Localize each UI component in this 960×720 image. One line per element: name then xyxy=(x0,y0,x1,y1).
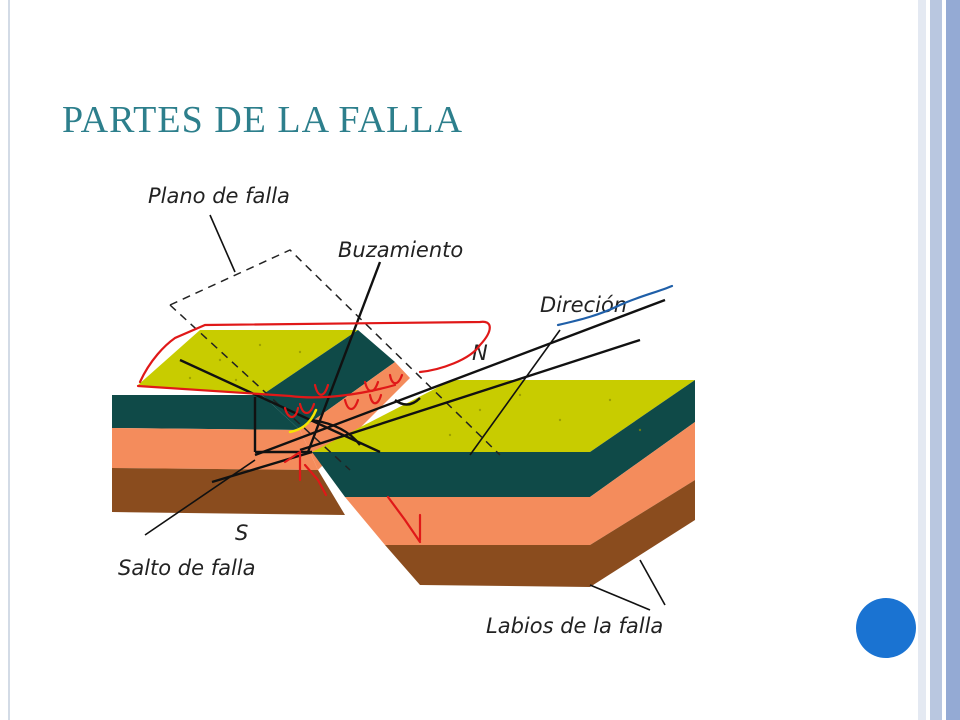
right-block-dark-side xyxy=(590,380,695,497)
construction-lines xyxy=(144,214,666,611)
right-block-brown-face xyxy=(385,545,590,587)
fault-walls-label: Labios de la falla xyxy=(486,614,663,638)
left-block-top-surface xyxy=(138,330,358,395)
nav-circle-button[interactable] xyxy=(856,598,916,658)
right-block-orange-face xyxy=(345,497,590,545)
right-block-brown-side xyxy=(590,480,695,587)
red-hand-annotations xyxy=(136,320,491,544)
slide-title: PARTES DE LA FALLA xyxy=(62,99,464,141)
throw-label: Salto de falla xyxy=(118,556,256,580)
left-block-orange-layer xyxy=(112,428,318,470)
right-decorative-bars xyxy=(918,0,960,720)
south-label: S xyxy=(235,521,248,545)
north-label: N xyxy=(472,341,488,365)
right-block-dark-face xyxy=(312,452,590,497)
left-block-brown-layer xyxy=(112,468,345,515)
left-block-dark-slope xyxy=(262,330,395,430)
slide-frame xyxy=(8,0,920,720)
left-block-dark-layer xyxy=(112,395,300,430)
blue-strike-annotation xyxy=(556,284,674,327)
strike-label: Direción xyxy=(540,293,627,317)
right-block-top-surface xyxy=(312,380,695,452)
right-block xyxy=(188,343,695,587)
yellow-hand-annotation xyxy=(288,408,318,434)
fault-plane-label: Plano de falla xyxy=(148,184,290,208)
right-block-orange-side xyxy=(590,422,695,545)
dip-label: Buzamiento xyxy=(338,238,463,262)
